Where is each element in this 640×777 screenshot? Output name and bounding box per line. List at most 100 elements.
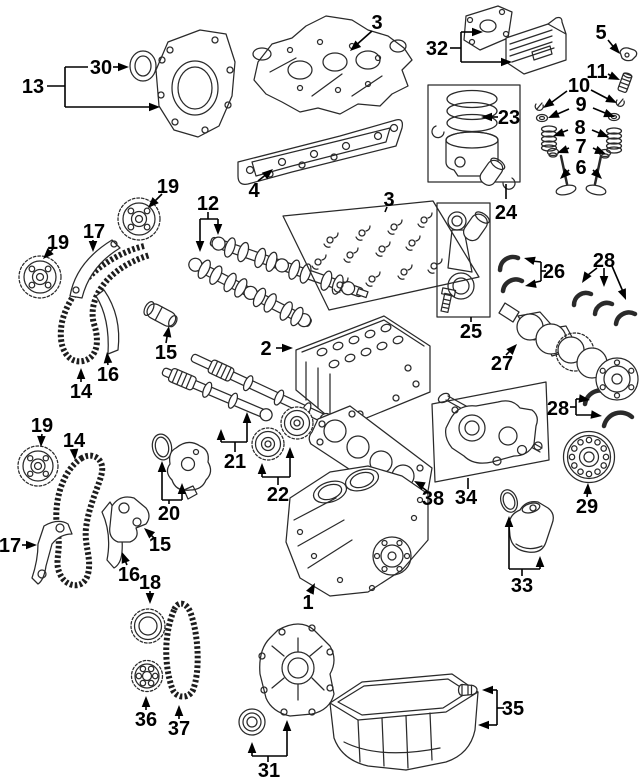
arrowhead-icon [103, 352, 113, 364]
arrowhead-icon [37, 435, 46, 447]
arrowhead-icon [524, 256, 536, 266]
callout-label-8: 8 [574, 117, 585, 139]
callout-label-2: 2 [260, 338, 271, 360]
callout-22: 22 [257, 447, 295, 506]
callout-9: 9 [548, 94, 615, 118]
tensioner-rail-upper [95, 289, 120, 355]
arrowhead-icon [213, 224, 223, 235]
callout-17: 17 [0, 535, 37, 557]
rocker-clip-kit-box [282, 200, 480, 311]
callout-11: 11 [586, 61, 620, 83]
arrowhead-icon [261, 169, 273, 180]
oil-cooler [505, 16, 567, 75]
callout-38: 38 [414, 481, 444, 510]
callout-15: 15 [144, 528, 171, 556]
balance-gear-1 [251, 427, 285, 461]
arrowhead-icon [560, 168, 571, 179]
callout-label-19: 19 [31, 415, 53, 437]
arrowhead-icon [257, 463, 267, 474]
valve-cover-gasket [237, 119, 403, 185]
callout-label-28: 28 [593, 250, 615, 272]
arrowhead-icon [141, 696, 151, 707]
callout-30: 30 [90, 57, 129, 79]
arrowhead-icon [121, 552, 130, 564]
arrowhead-icon [582, 271, 592, 283]
callout-label-38: 38 [422, 488, 444, 510]
drive-plate [562, 430, 616, 484]
valves [555, 154, 607, 196]
arrowhead-icon [69, 448, 79, 460]
callout-4: 4 [248, 169, 273, 202]
callout-label-13: 13 [22, 76, 44, 98]
timing-chain-lower [53, 452, 106, 589]
arrowhead-icon [88, 241, 98, 252]
engine-block [285, 465, 429, 597]
piston-kit-box [427, 84, 521, 190]
arrowhead-icon [285, 447, 295, 458]
callout-label-1: 1 [302, 592, 313, 614]
arrowhead-icon [543, 98, 555, 108]
callout-13: 13 [22, 66, 160, 112]
arrowhead-icon [578, 394, 590, 403]
arrowhead-icon [548, 109, 560, 118]
arrowhead-icon [144, 528, 156, 539]
callout-label-28: 28 [547, 398, 569, 420]
arrowhead-icon [247, 742, 257, 753]
arrowhead-icon [306, 583, 315, 595]
crank-sprocket-vvt-lower [17, 445, 59, 487]
valve-keepers [534, 98, 625, 111]
arrowhead-icon [506, 344, 517, 355]
chain-tensioner-plunger [143, 301, 178, 328]
arrowhead-icon [414, 481, 426, 490]
arrowhead-icon [599, 276, 609, 287]
callout-12: 12 [195, 193, 223, 252]
callout-label-25: 25 [460, 321, 482, 343]
callout-25: 25 [460, 317, 482, 343]
callout-21: 21 [216, 412, 252, 473]
callout-label-17: 17 [0, 535, 21, 557]
connecting-rod-box [436, 202, 491, 318]
camshaft-exhaust [188, 257, 312, 328]
callout-label-31: 31 [258, 760, 280, 777]
callout-label-21: 21 [224, 451, 246, 473]
oil-pump-box [431, 381, 550, 483]
leader-line [611, 265, 625, 295]
callout-label-11: 11 [586, 61, 607, 83]
callout-label-15: 15 [155, 342, 177, 364]
callout-19: 19 [43, 232, 69, 259]
callout-label-4: 4 [248, 180, 260, 202]
callout-3: 3 [383, 189, 395, 213]
callout-label-17: 17 [83, 221, 105, 243]
arrowhead-icon [174, 705, 184, 716]
callout-label-19: 19 [47, 232, 69, 254]
camshaft-carrier [252, 15, 413, 115]
callout-29: 29 [576, 483, 598, 518]
arrowhead-icon [525, 279, 537, 288]
callout-33: 33 [504, 516, 545, 597]
arrowhead-icon [148, 197, 159, 208]
callout-16: 16 [118, 552, 140, 586]
callout-28: 28 [547, 394, 602, 420]
callout-label-26: 26 [543, 261, 565, 283]
small-valve-part [619, 47, 638, 62]
vvt-sprocket-exhaust [18, 255, 62, 299]
callout-label-9: 9 [575, 94, 586, 116]
arrowhead-icon [597, 129, 609, 138]
callout-10: 10 [543, 75, 617, 108]
arrowhead-icon [145, 593, 155, 604]
crankshaft [498, 302, 639, 401]
callout-28: 28 [582, 250, 626, 300]
vvt-sprocket-intake [117, 197, 161, 241]
arrowhead-icon [26, 540, 37, 550]
callout-20: 20 [157, 461, 187, 525]
crankshaft-front-seal [129, 50, 157, 82]
callout-label-33: 33 [511, 575, 533, 597]
rear-main-cover [258, 623, 335, 717]
callout-17: 17 [83, 221, 105, 252]
callout-label-16: 16 [97, 364, 119, 386]
arrowhead-icon [583, 483, 592, 495]
callout-label-3: 3 [371, 12, 382, 34]
arrowhead-icon [43, 248, 54, 259]
